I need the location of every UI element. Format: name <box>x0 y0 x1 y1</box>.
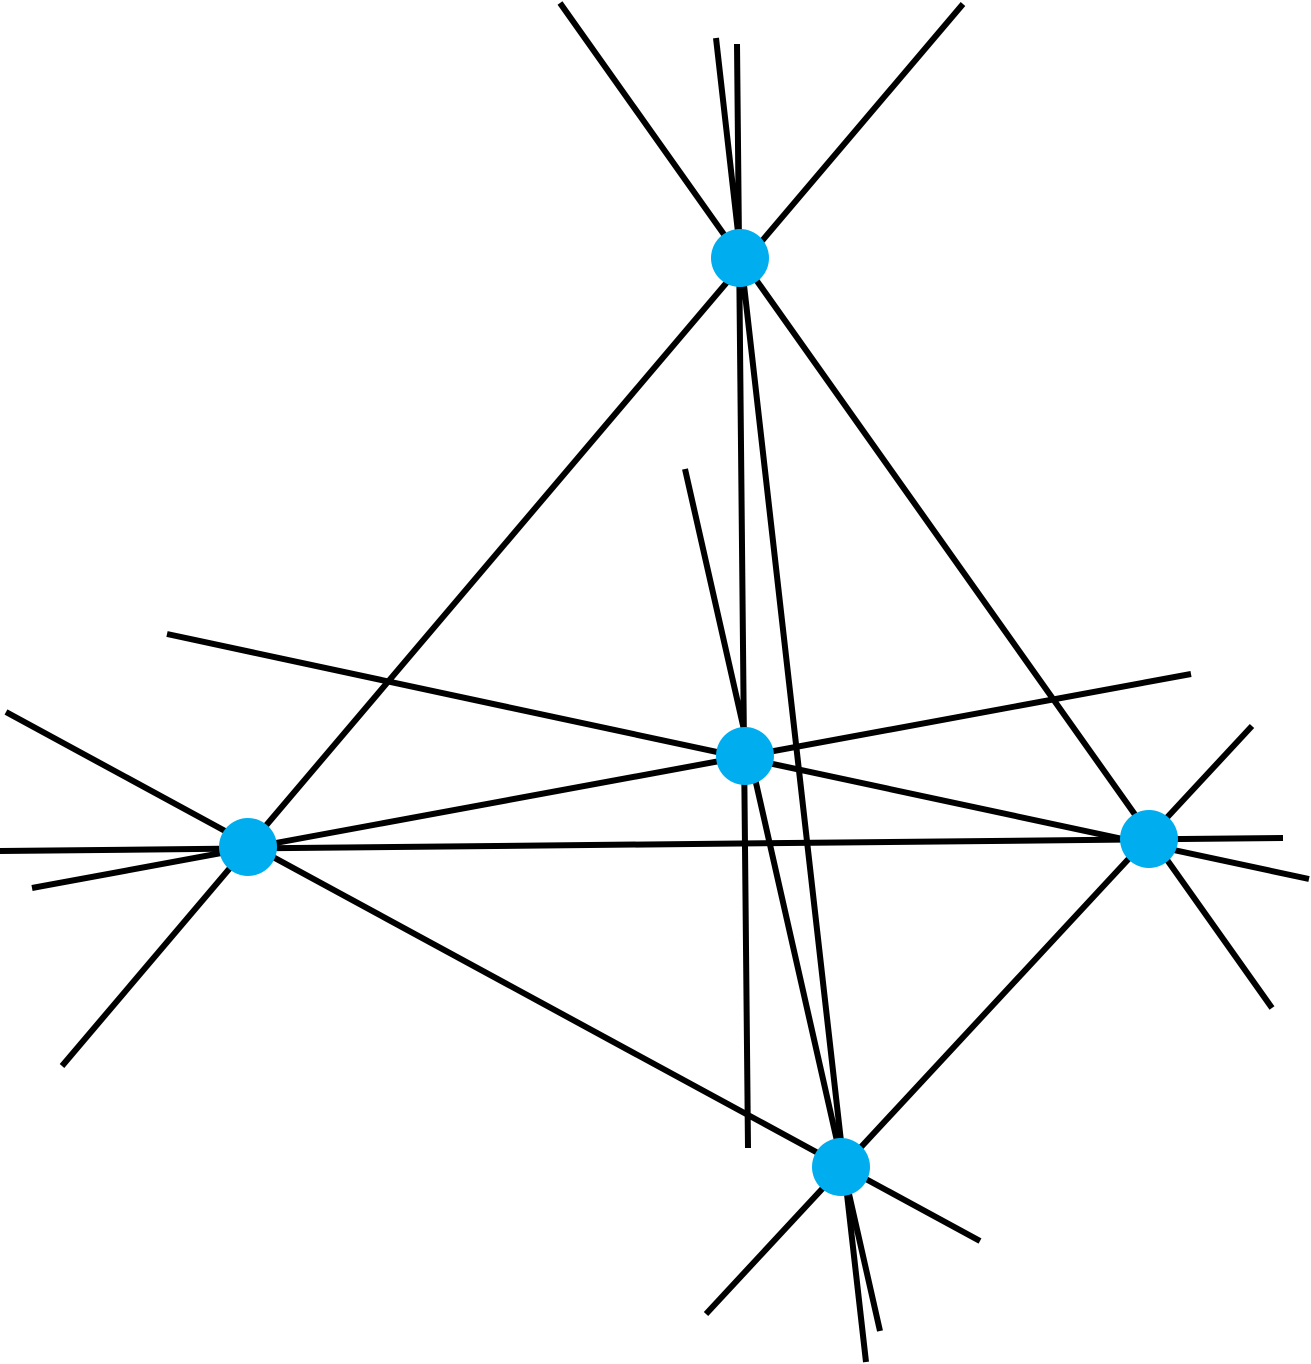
points-group <box>219 229 1178 1196</box>
point-bottom <box>812 1138 870 1196</box>
line-horizontal <box>0 835 1284 854</box>
line-left-to-right-ascending <box>31 671 1192 891</box>
line-vertical-center <box>734 43 751 1149</box>
point-top <box>711 229 769 287</box>
line-center-steep <box>682 468 883 1332</box>
point-center <box>716 727 774 785</box>
line-right-to-bottom <box>703 723 1255 1317</box>
point-left <box>219 818 277 876</box>
line-topright-to-bottomleft <box>59 2 966 1068</box>
point-right <box>1120 810 1178 868</box>
